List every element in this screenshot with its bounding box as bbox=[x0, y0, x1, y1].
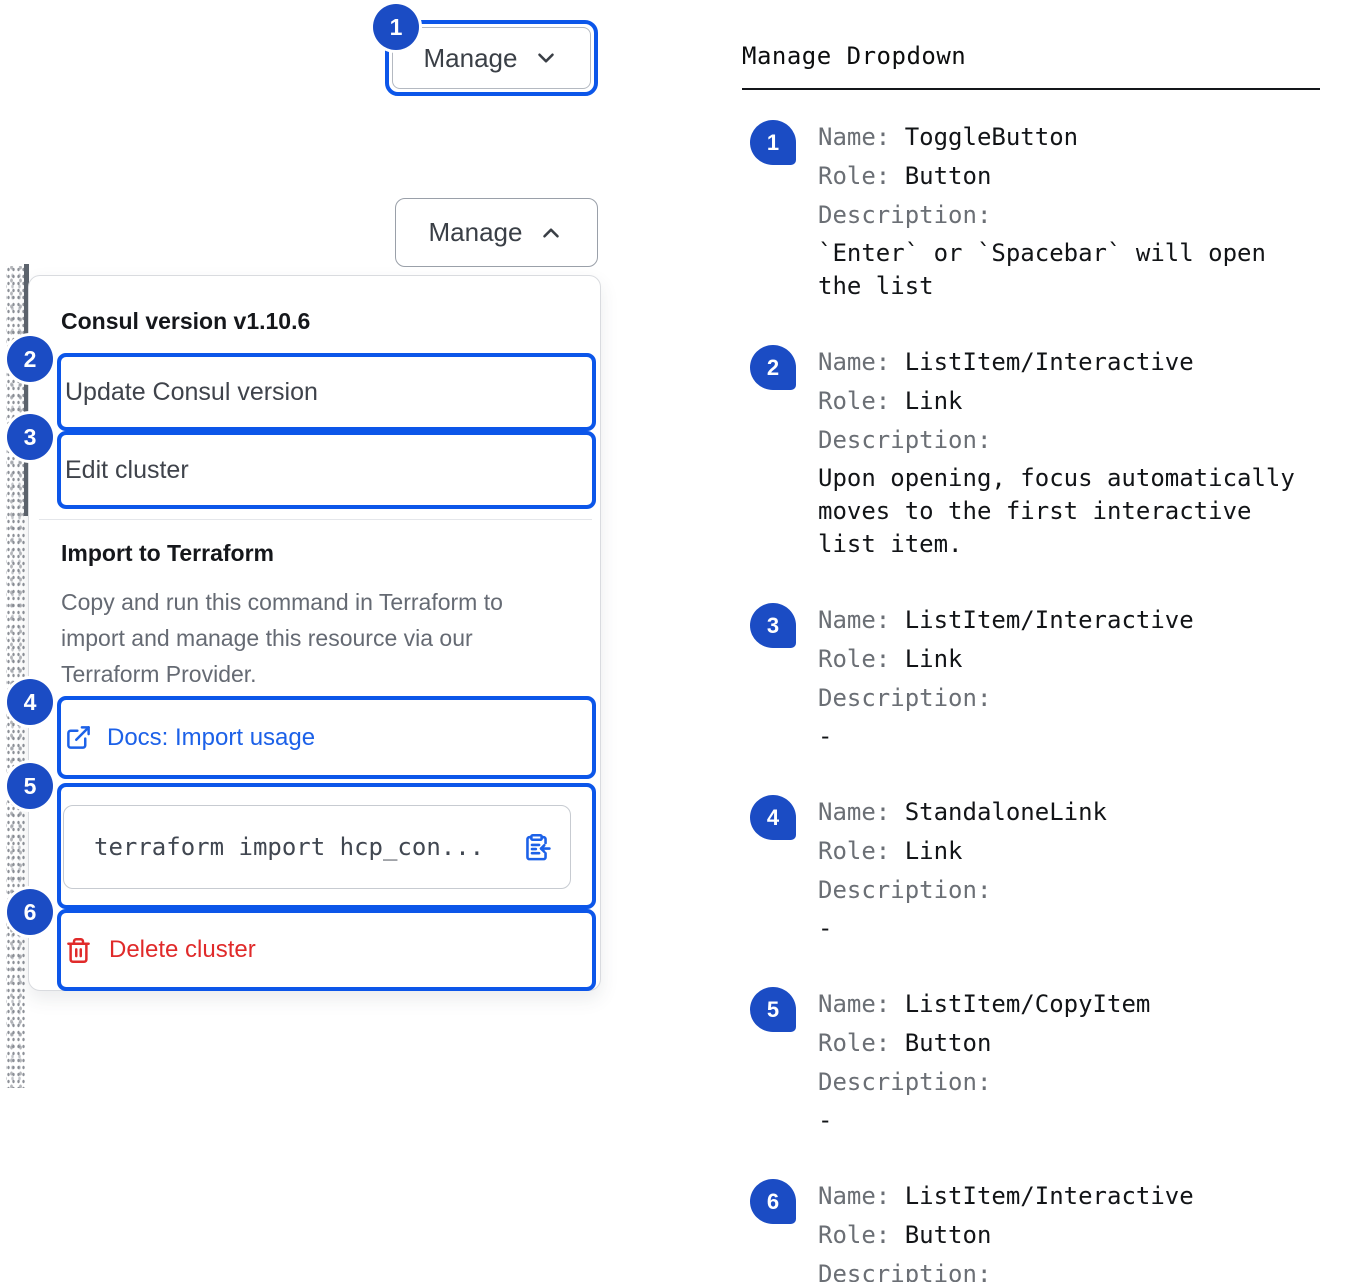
spec-badge-5: 5 bbox=[750, 987, 796, 1032]
annotation-badge-5: 5 bbox=[7, 763, 53, 809]
terraform-command-text: terraform import hcp_con... bbox=[94, 833, 485, 861]
spec-item-6: 6 Name: ListItem/Interactive Role: Butto… bbox=[742, 1155, 1320, 1282]
manage-toggle-label: Manage bbox=[423, 42, 518, 73]
role-label: Role: bbox=[818, 162, 891, 190]
import-terraform-description: Copy and run this command in Terraform t… bbox=[61, 589, 503, 687]
description-label: Description: bbox=[818, 426, 992, 454]
list-item-docs-link[interactable]: Docs: Import usage bbox=[57, 696, 596, 779]
spec-divider bbox=[742, 88, 1320, 90]
role-label: Role: bbox=[818, 1221, 891, 1249]
role-value: Link bbox=[904, 387, 963, 415]
annotation-badge-1: 1 bbox=[373, 4, 419, 50]
role-value: Link bbox=[904, 837, 963, 865]
name-value: StandaloneLink bbox=[904, 798, 1107, 826]
delete-cluster-label: Delete cluster bbox=[109, 936, 256, 963]
spec-badge-6: 6 bbox=[750, 1179, 796, 1224]
chevron-down-icon bbox=[533, 45, 559, 71]
name-label: Name: bbox=[818, 990, 891, 1018]
list-item-copy-command: terraform import hcp_con... bbox=[57, 783, 596, 909]
clipboard-copy-icon[interactable] bbox=[521, 832, 552, 863]
spec-badge-2: 2 bbox=[750, 345, 796, 390]
description-value: - bbox=[818, 722, 833, 750]
list-item-update-consul[interactable]: Update Consul version bbox=[57, 353, 596, 431]
copy-command-button[interactable]: terraform import hcp_con... bbox=[63, 805, 571, 889]
spec-item-5: 5 Name: ListItem/CopyItem Role: Button D… bbox=[742, 963, 1320, 1155]
trash-icon bbox=[65, 937, 92, 964]
annotation-badge-6: 6 bbox=[7, 889, 53, 935]
list-item-delete-cluster[interactable]: Delete cluster bbox=[57, 909, 596, 991]
spec-items: 1 Name: ToggleButton Role: Button Descri… bbox=[742, 96, 1320, 1282]
spec-item-4: 4 Name: StandaloneLink Role: Link Descri… bbox=[742, 771, 1320, 963]
description-label: Description: bbox=[818, 201, 992, 229]
role-value: Link bbox=[904, 645, 963, 673]
description-label: Description: bbox=[818, 684, 992, 712]
spec-title: Manage Dropdown bbox=[742, 42, 967, 70]
import-terraform-title: Import to Terraform bbox=[61, 540, 274, 566]
description-value: Upon opening, focus automatically moves … bbox=[818, 464, 1295, 558]
update-consul-label: Update Consul version bbox=[65, 377, 318, 406]
external-link-icon bbox=[65, 724, 92, 751]
name-value: ListItem/CopyItem bbox=[904, 990, 1151, 1018]
spec-badge-1: 1 bbox=[750, 120, 796, 165]
role-value: Button bbox=[904, 1029, 992, 1057]
name-value: ListItem/Interactive bbox=[904, 348, 1194, 376]
list-item-edit-cluster[interactable]: Edit cluster bbox=[57, 431, 596, 509]
name-value: ToggleButton bbox=[904, 123, 1079, 151]
name-label: Name: bbox=[818, 606, 891, 634]
manage-dropdown-panel: Consul version v1.10.6 Update Consul ver… bbox=[28, 275, 601, 991]
description-label: Description: bbox=[818, 1260, 992, 1282]
torn-edge-line bbox=[24, 264, 29, 516]
spec-item-3: 3 Name: ListItem/Interactive Role: Link … bbox=[742, 579, 1320, 771]
description-label: Description: bbox=[818, 876, 992, 904]
manage-open-label: Manage bbox=[428, 217, 523, 247]
role-value: Button bbox=[904, 1221, 992, 1249]
torn-edge-noise bbox=[6, 266, 25, 1088]
name-label: Name: bbox=[818, 1182, 891, 1210]
description-value: - bbox=[818, 914, 833, 942]
chevron-up-icon bbox=[538, 220, 564, 246]
spec-column: Manage Dropdown 1 Name: ToggleButton Rol… bbox=[742, 42, 1320, 1282]
manage-open-button[interactable]: Manage bbox=[395, 198, 598, 267]
spec-badge-3: 3 bbox=[750, 603, 796, 648]
role-label: Role: bbox=[818, 387, 891, 415]
consul-version-header: Consul version v1.10.6 bbox=[61, 308, 311, 334]
manage-toggle-focus-ring: Manage bbox=[385, 20, 598, 96]
delete-cluster-row[interactable]: Delete cluster bbox=[61, 936, 256, 964]
annotation-badge-3: 3 bbox=[7, 414, 53, 460]
role-label: Role: bbox=[818, 1029, 891, 1057]
manage-toggle-button[interactable]: Manage bbox=[392, 27, 591, 89]
description-value: `Enter` or `Spacebar` will open the list bbox=[818, 239, 1266, 300]
docs-link-label: Docs: Import usage bbox=[107, 723, 316, 751]
name-label: Name: bbox=[818, 798, 891, 826]
name-value: ListItem/Interactive bbox=[904, 1182, 1194, 1210]
edit-cluster-label: Edit cluster bbox=[65, 455, 189, 484]
role-label: Role: bbox=[818, 645, 891, 673]
name-label: Name: bbox=[818, 348, 891, 376]
description-label: Description: bbox=[818, 1068, 992, 1096]
docs-link-row[interactable]: Docs: Import usage bbox=[61, 724, 315, 752]
section-divider bbox=[39, 519, 592, 520]
name-label: Name: bbox=[818, 123, 891, 151]
description-value: - bbox=[818, 1106, 833, 1134]
role-value: Button bbox=[904, 162, 992, 190]
spec-item-1: 1 Name: ToggleButton Role: Button Descri… bbox=[742, 96, 1320, 321]
spec-item-2: 2 Name: ListItem/Interactive Role: Link … bbox=[742, 321, 1320, 579]
role-label: Role: bbox=[818, 837, 891, 865]
name-value: ListItem/Interactive bbox=[904, 606, 1194, 634]
spec-badge-4: 4 bbox=[750, 795, 796, 840]
annotation-badge-4: 4 bbox=[7, 679, 53, 725]
annotation-badge-2: 2 bbox=[7, 336, 53, 382]
